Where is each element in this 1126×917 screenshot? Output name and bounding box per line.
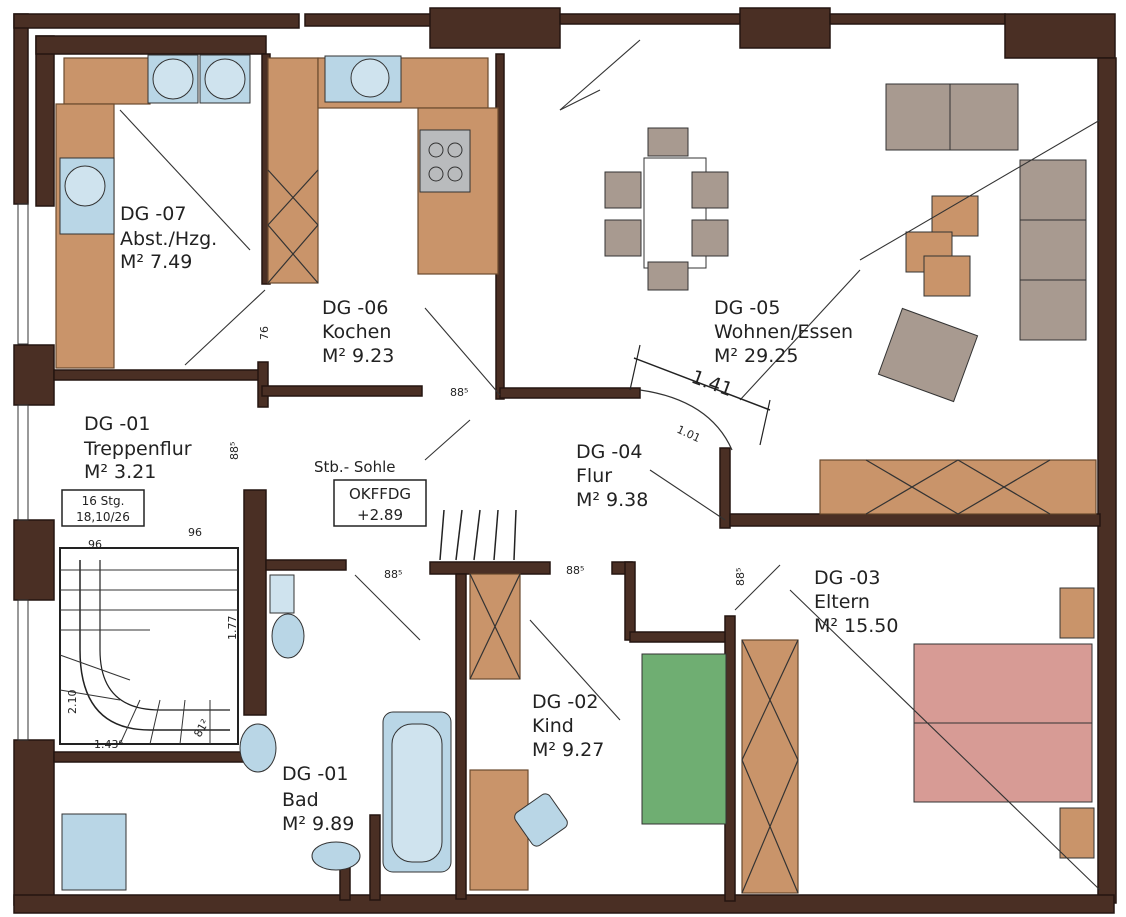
door-swings [119,39,1101,891]
dim-96-b: 96 [188,526,202,539]
dim-1436: 1.43⁶ [94,738,123,751]
room-label-dg05: DG -05 Wohnen/Essen M² 29.25 [714,297,853,367]
room-label-dg04: DG -04 Flur M² 9.38 [576,441,648,511]
dim-96-a: 96 [88,538,102,551]
room-label-dg01-bad: DG -01 Bad M² 9.89 [282,763,354,835]
room-name: Abst./Hzg. [120,228,217,250]
stair-ratio: 18,10/26 [76,510,130,524]
dim-101: 1.01 [675,423,703,445]
level-box [333,479,427,527]
level-okff: OKFFDG [349,485,411,503]
room-code: DG -07 [120,203,186,225]
dim-885-e: 88⁵ [734,568,747,586]
room-label-dg02: DG -02 Kind M² 9.27 [532,691,604,761]
room-name: Flur [576,465,612,487]
room-area: M² 9.27 [532,739,604,761]
outer-walls [13,7,1117,914]
furniture [604,83,1095,859]
room-name: Eltern [814,591,870,613]
room-name: Bad [282,789,319,811]
room-code: DG -04 [576,441,642,463]
room-name: Kochen [322,321,391,343]
room-name: Kind [532,715,574,737]
stair [59,547,239,745]
room-code: DG -06 [322,297,388,319]
dim-885-a: 88⁵ [450,386,468,399]
stair-info-box [61,489,145,527]
room-label-dg03: DG -03 Eltern M² 15.50 [814,567,898,637]
room-code: DG -01 [282,763,348,785]
room-area: M² 9.89 [282,813,354,835]
room-area: M² 9.23 [322,345,394,367]
room-name: Treppenflur [83,438,192,460]
room-code: DG -05 [714,297,780,319]
dim-885-c: 88⁵ [384,568,402,581]
dim-885-b: 88⁵ [228,442,241,460]
room-area: M² 15.50 [814,615,898,637]
room-label-dg01-treppenflur: DG -01 Treppenflur M² 3.21 [83,413,192,483]
stair-steps: 16 Stg. [82,494,125,508]
dim-885-d: 88⁵ [566,564,584,577]
sanitary-objects [59,54,568,891]
dim-76: 76 [258,326,271,340]
room-code: DG -01 [84,413,150,435]
dim-141: 1.41 [688,366,735,401]
dim-177: 1.77 [226,616,239,641]
kitchen-counters [55,57,1097,894]
room-area: M² 3.21 [84,461,156,483]
room-name: Wohnen/Essen [714,321,853,343]
inner-walls [53,53,1101,902]
room-area: M² 29.25 [714,345,798,367]
room-area: M² 7.49 [120,251,192,273]
room-label-dg06: DG -06 Kochen M² 9.23 [322,297,394,367]
room-label-dg07: DG -07 Abst./Hzg. M² 7.49 [120,203,217,273]
room-area: M² 9.38 [576,489,648,511]
dim-210: 2.10 [66,690,79,715]
level-height: +2.89 [357,506,403,524]
room-code: DG -02 [532,691,598,713]
level-title: Stb.- Sohle [314,458,395,476]
room-code: DG -03 [814,567,880,589]
